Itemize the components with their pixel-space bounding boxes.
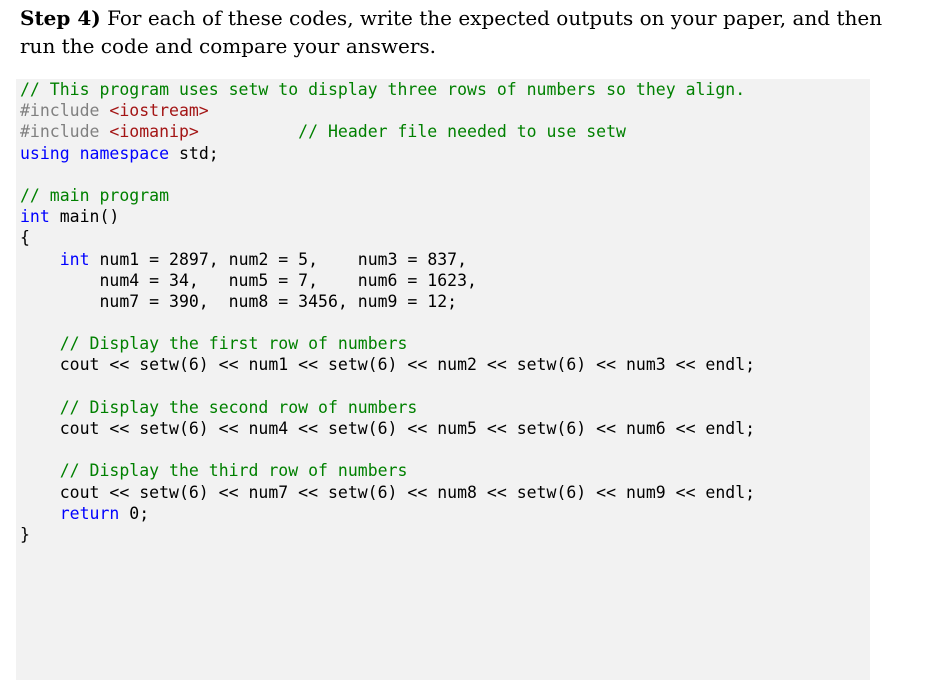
code-line: // Display the first row of numbers bbox=[20, 333, 755, 354]
code-line: cout << setw(6) << num1 << setw(6) << nu… bbox=[20, 354, 755, 375]
code-line bbox=[20, 376, 755, 397]
code-token-keyword: return bbox=[59, 503, 120, 523]
code-block: // This program uses setw to display thr… bbox=[16, 79, 870, 680]
code-token-plain bbox=[20, 461, 60, 480]
code-token-plain: num7 = 390, num8 = 3456, num9 = 12; bbox=[20, 291, 458, 311]
code-token-keyword: namespace bbox=[79, 143, 170, 163]
code-token-plain: num1 = 2897, num2 = 5, num3 = 837, bbox=[89, 249, 468, 269]
code-token-plain bbox=[20, 398, 60, 417]
code-token-plain: } bbox=[20, 524, 30, 544]
code-token-plain: cout << setw(6) << num4 << setw(6) << nu… bbox=[20, 419, 756, 438]
code-line: // Display the second row of numbers bbox=[20, 397, 755, 418]
code-line bbox=[20, 164, 755, 185]
code-token-plain: std; bbox=[169, 143, 219, 163]
code-line: #include <iomanip> // Header file needed… bbox=[20, 121, 755, 142]
code-token-plain bbox=[199, 122, 298, 141]
code-line: } bbox=[20, 524, 755, 545]
code-line: // main program bbox=[20, 185, 755, 206]
code-line: num4 = 34, num5 = 7, num6 = 1623, bbox=[20, 270, 755, 291]
code-token-plain: cout << setw(6) << num1 << setw(6) << nu… bbox=[20, 355, 756, 375]
code-token-plain bbox=[20, 504, 60, 523]
code-line: cout << setw(6) << num4 << setw(6) << nu… bbox=[20, 418, 755, 439]
code-token-keyword: using bbox=[20, 143, 70, 163]
code-line: { bbox=[20, 227, 755, 248]
code-token-preproc: #include bbox=[20, 122, 110, 142]
code-line bbox=[20, 439, 755, 460]
code-token-comment: // This program uses setw to display thr… bbox=[20, 80, 746, 99]
code-line: int num1 = 2897, num2 = 5, num3 = 837, bbox=[20, 249, 755, 270]
code-token-keyword: int bbox=[20, 207, 50, 227]
code-line: return 0; bbox=[20, 503, 755, 524]
instructions-text: For each of these codes, write the expec… bbox=[20, 6, 883, 58]
code-token-plain bbox=[20, 250, 60, 269]
code-token-comment: // main program bbox=[20, 185, 170, 205]
code-token-plain: { bbox=[20, 228, 30, 248]
instructions-paragraph: Step 4) For each of these codes, write t… bbox=[20, 4, 900, 60]
code-token-include: <iostream> bbox=[109, 101, 209, 121]
code-line bbox=[20, 312, 755, 333]
code-token-include: <iomanip> bbox=[109, 122, 199, 142]
code-line: using namespace std; bbox=[20, 143, 755, 164]
code-token-plain: 0; bbox=[119, 503, 150, 523]
code-lines: // This program uses setw to display thr… bbox=[20, 79, 755, 545]
step-label: Step 4) bbox=[20, 6, 101, 30]
code-line: num7 = 390, num8 = 3456, num9 = 12; bbox=[20, 291, 755, 312]
code-token-comment: // Display the third row of numbers bbox=[59, 461, 408, 481]
code-token-comment: // Display the first row of numbers bbox=[59, 334, 408, 354]
code-token-plain: num4 = 34, num5 = 7, num6 = 1623, bbox=[20, 270, 477, 290]
code-token-keyword: int bbox=[59, 249, 90, 269]
code-token-plain: cout << setw(6) << num7 << setw(6) << nu… bbox=[20, 482, 756, 502]
code-line: #include <iostream> bbox=[20, 100, 755, 121]
code-token-plain: main() bbox=[49, 207, 120, 227]
code-line: int main() bbox=[20, 206, 755, 227]
code-token-comment: // Header file needed to use setw bbox=[298, 122, 626, 142]
code-line: // This program uses setw to display thr… bbox=[20, 79, 755, 100]
code-token-comment: // Display the second row of numbers bbox=[59, 397, 418, 417]
code-line: // Display the third row of numbers bbox=[20, 460, 755, 481]
code-token-preproc: #include bbox=[20, 101, 110, 121]
code-line: cout << setw(6) << num7 << setw(6) << nu… bbox=[20, 482, 755, 503]
code-token-plain bbox=[20, 334, 60, 353]
code-token-plain bbox=[70, 144, 80, 163]
